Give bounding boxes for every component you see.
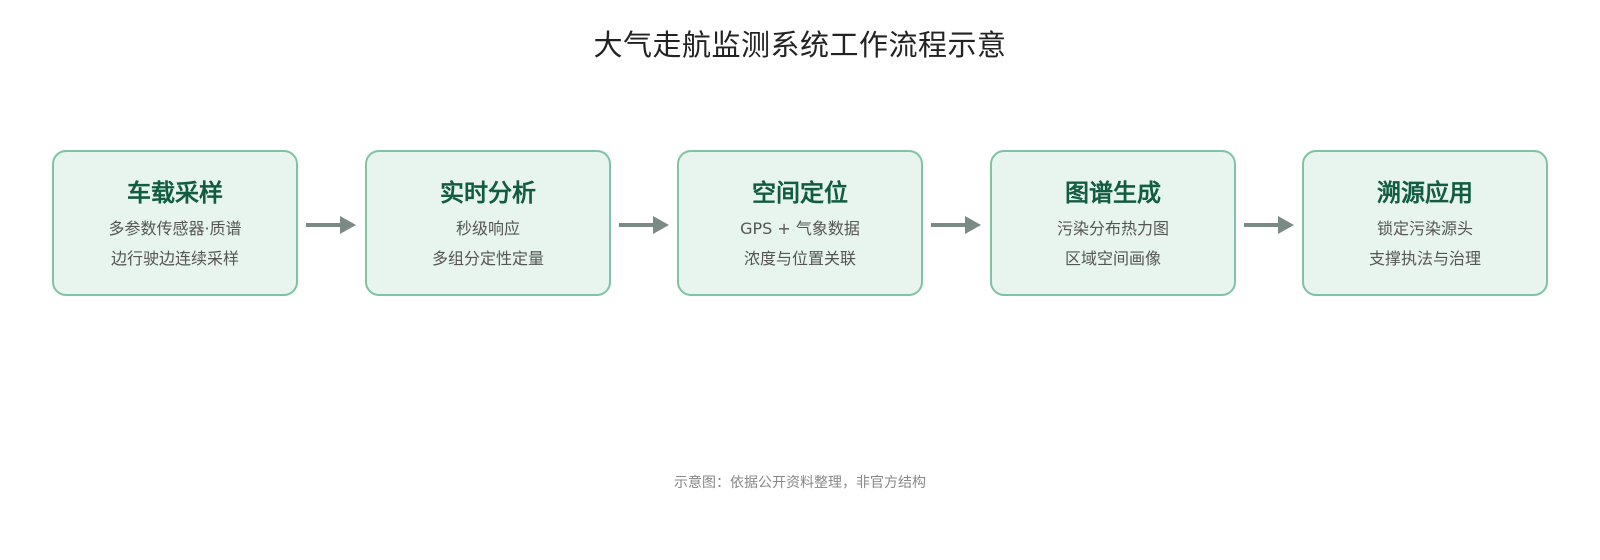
arrow-right-icon [619, 216, 669, 234]
step-title: 空间定位 [752, 179, 848, 207]
diagram-title: 大气走航监测系统工作流程示意 [593, 28, 1007, 62]
step-title: 溯源应用 [1377, 179, 1473, 207]
step-line: 区域空间画像 [1064, 249, 1161, 268]
step-vehicle-sampling: 车载采样 多参数传感器·质谱 边行驶边连续采样 [52, 150, 298, 296]
footnote: 示意图：依据公开资料整理，非官方结构 [674, 475, 926, 491]
step-line: 锁定污染源头 [1376, 219, 1473, 238]
step-title: 图谱生成 [1065, 179, 1161, 207]
step-line: 污染分布热力图 [1056, 219, 1169, 238]
step-source-tracing: 溯源应用 锁定污染源头 支撑执法与治理 [1302, 150, 1548, 296]
step-title: 实时分析 [440, 179, 536, 207]
arrow-right-icon [931, 216, 981, 234]
step-map-generation: 图谱生成 污染分布热力图 区域空间画像 [990, 150, 1236, 296]
step-line: 边行驶边连续采样 [110, 249, 239, 268]
step-title: 车载采样 [127, 179, 223, 207]
step-realtime-analysis: 实时分析 秒级响应 多组分定性定量 [365, 150, 611, 296]
arrow-right-icon [1244, 216, 1294, 234]
step-line: 浓度与位置关联 [743, 249, 856, 268]
step-line: 秒级响应 [455, 219, 520, 238]
step-line: 多组分定性定量 [431, 249, 544, 268]
step-line: 支撑执法与治理 [1368, 249, 1481, 268]
step-line: GPS + 气象数据 [740, 219, 860, 238]
step-line: 多参数传感器·质谱 [108, 219, 242, 238]
step-spatial-positioning: 空间定位 GPS + 气象数据 浓度与位置关联 [677, 150, 923, 296]
arrow-right-icon [306, 216, 356, 234]
